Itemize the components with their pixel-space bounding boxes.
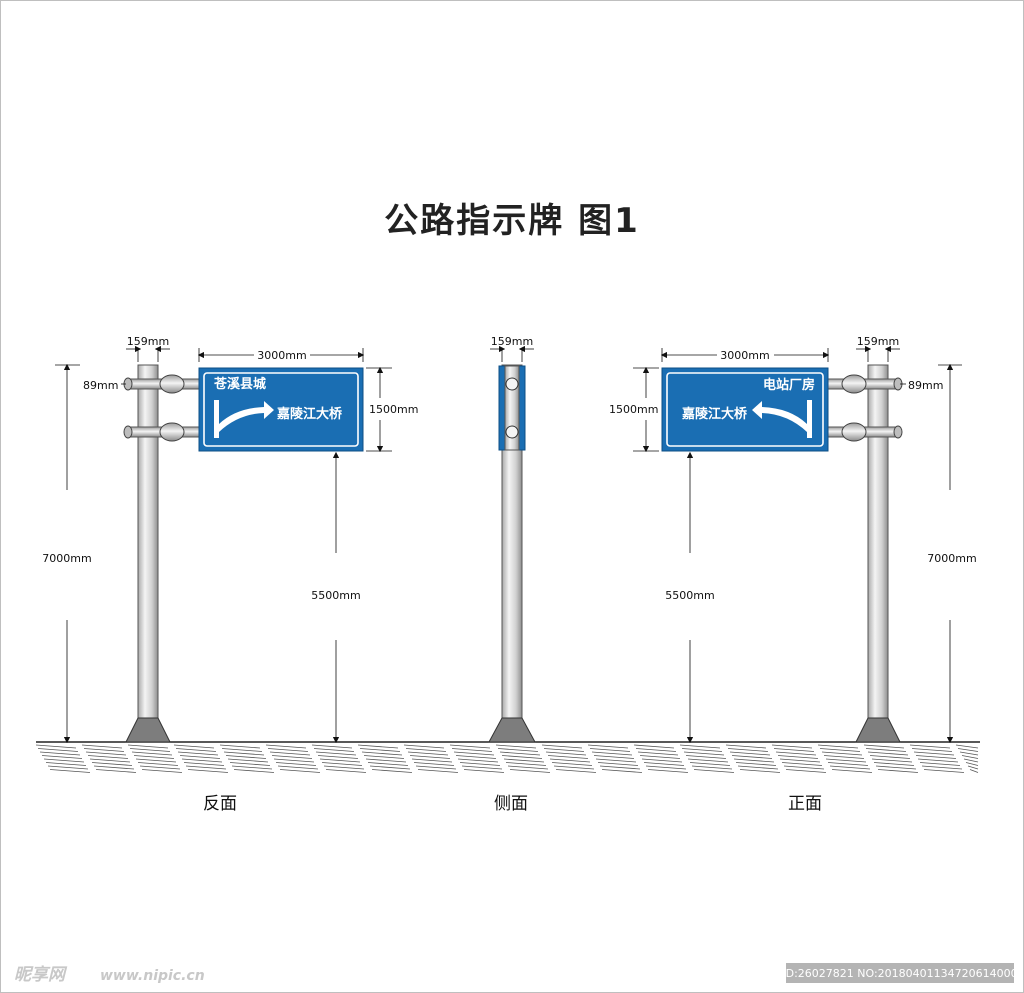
back-sign-destination-1: 苍溪县城 [213,376,266,392]
back-view: 苍溪县城 嘉陵江大桥 [123,364,364,743]
front-pole-base [855,717,901,743]
front-pole-height-label: 7000mm [927,552,976,565]
front-view: 电站厂房 嘉陵江大桥 [661,364,903,743]
side-pole-base [488,717,536,743]
back-sign-destination-2: 嘉陵江大桥 [276,406,343,422]
back-clearance-label: 5500mm [311,589,360,602]
page-title: 公路指示牌 图1 [384,201,640,241]
back-board-height-label: 1500mm [369,403,418,416]
view-label-back: 反面 [203,794,237,814]
back-sign-arrow-icon [214,400,274,438]
back-arm-upper [123,374,203,394]
front-sign-board: 电站厂房 嘉陵江大桥 [661,367,829,452]
side-clamp-lower [505,425,519,439]
watermark-id: ID:26027821 NO:20180401134720614000 [782,967,1017,980]
front-sign-destination-2: 嘉陵江大桥 [681,406,748,422]
front-arm-diameter-label: 89mm [908,379,943,392]
view-label-side: 侧面 [494,794,528,814]
front-pole [867,364,889,743]
front-sign-destination-1: 电站厂房 [763,377,815,393]
back-sign-board: 苍溪县城 嘉陵江大桥 [198,367,364,452]
watermark-url: www.nipic.cn [100,968,205,984]
front-sign-arrow-icon [752,400,812,438]
side-clamp-upper [505,377,519,391]
back-pole-height-label: 7000mm [42,552,91,565]
front-arm-lower [825,422,903,442]
back-pole-diameter-label: 159mm [127,335,169,348]
watermark-logo: 昵享网 [14,965,68,985]
dimension-lines [55,345,962,744]
watermark: 昵享网 www.nipic.cn ID:26027821 NO:20180401… [14,963,1018,985]
dimension-labels: 159mm 3000mm 1500mm 89mm 7000mm 5500mm 1… [42,335,976,602]
front-clearance-label: 5500mm [665,589,714,602]
back-pole-base [125,717,171,743]
side-pole-diameter-label: 159mm [491,335,533,348]
back-arm-diameter-label: 89mm [83,379,118,392]
ground [35,741,980,773]
front-pole-diameter-label: 159mm [857,335,899,348]
side-view [488,364,536,743]
front-arm-upper [825,374,903,394]
back-pole [137,364,159,743]
front-board-width-label: 3000mm [720,349,769,362]
back-arm-lower [123,422,203,442]
back-board-width-label: 3000mm [257,349,306,362]
front-board-height-label: 1500mm [609,403,658,416]
view-label-front: 正面 [788,794,822,814]
